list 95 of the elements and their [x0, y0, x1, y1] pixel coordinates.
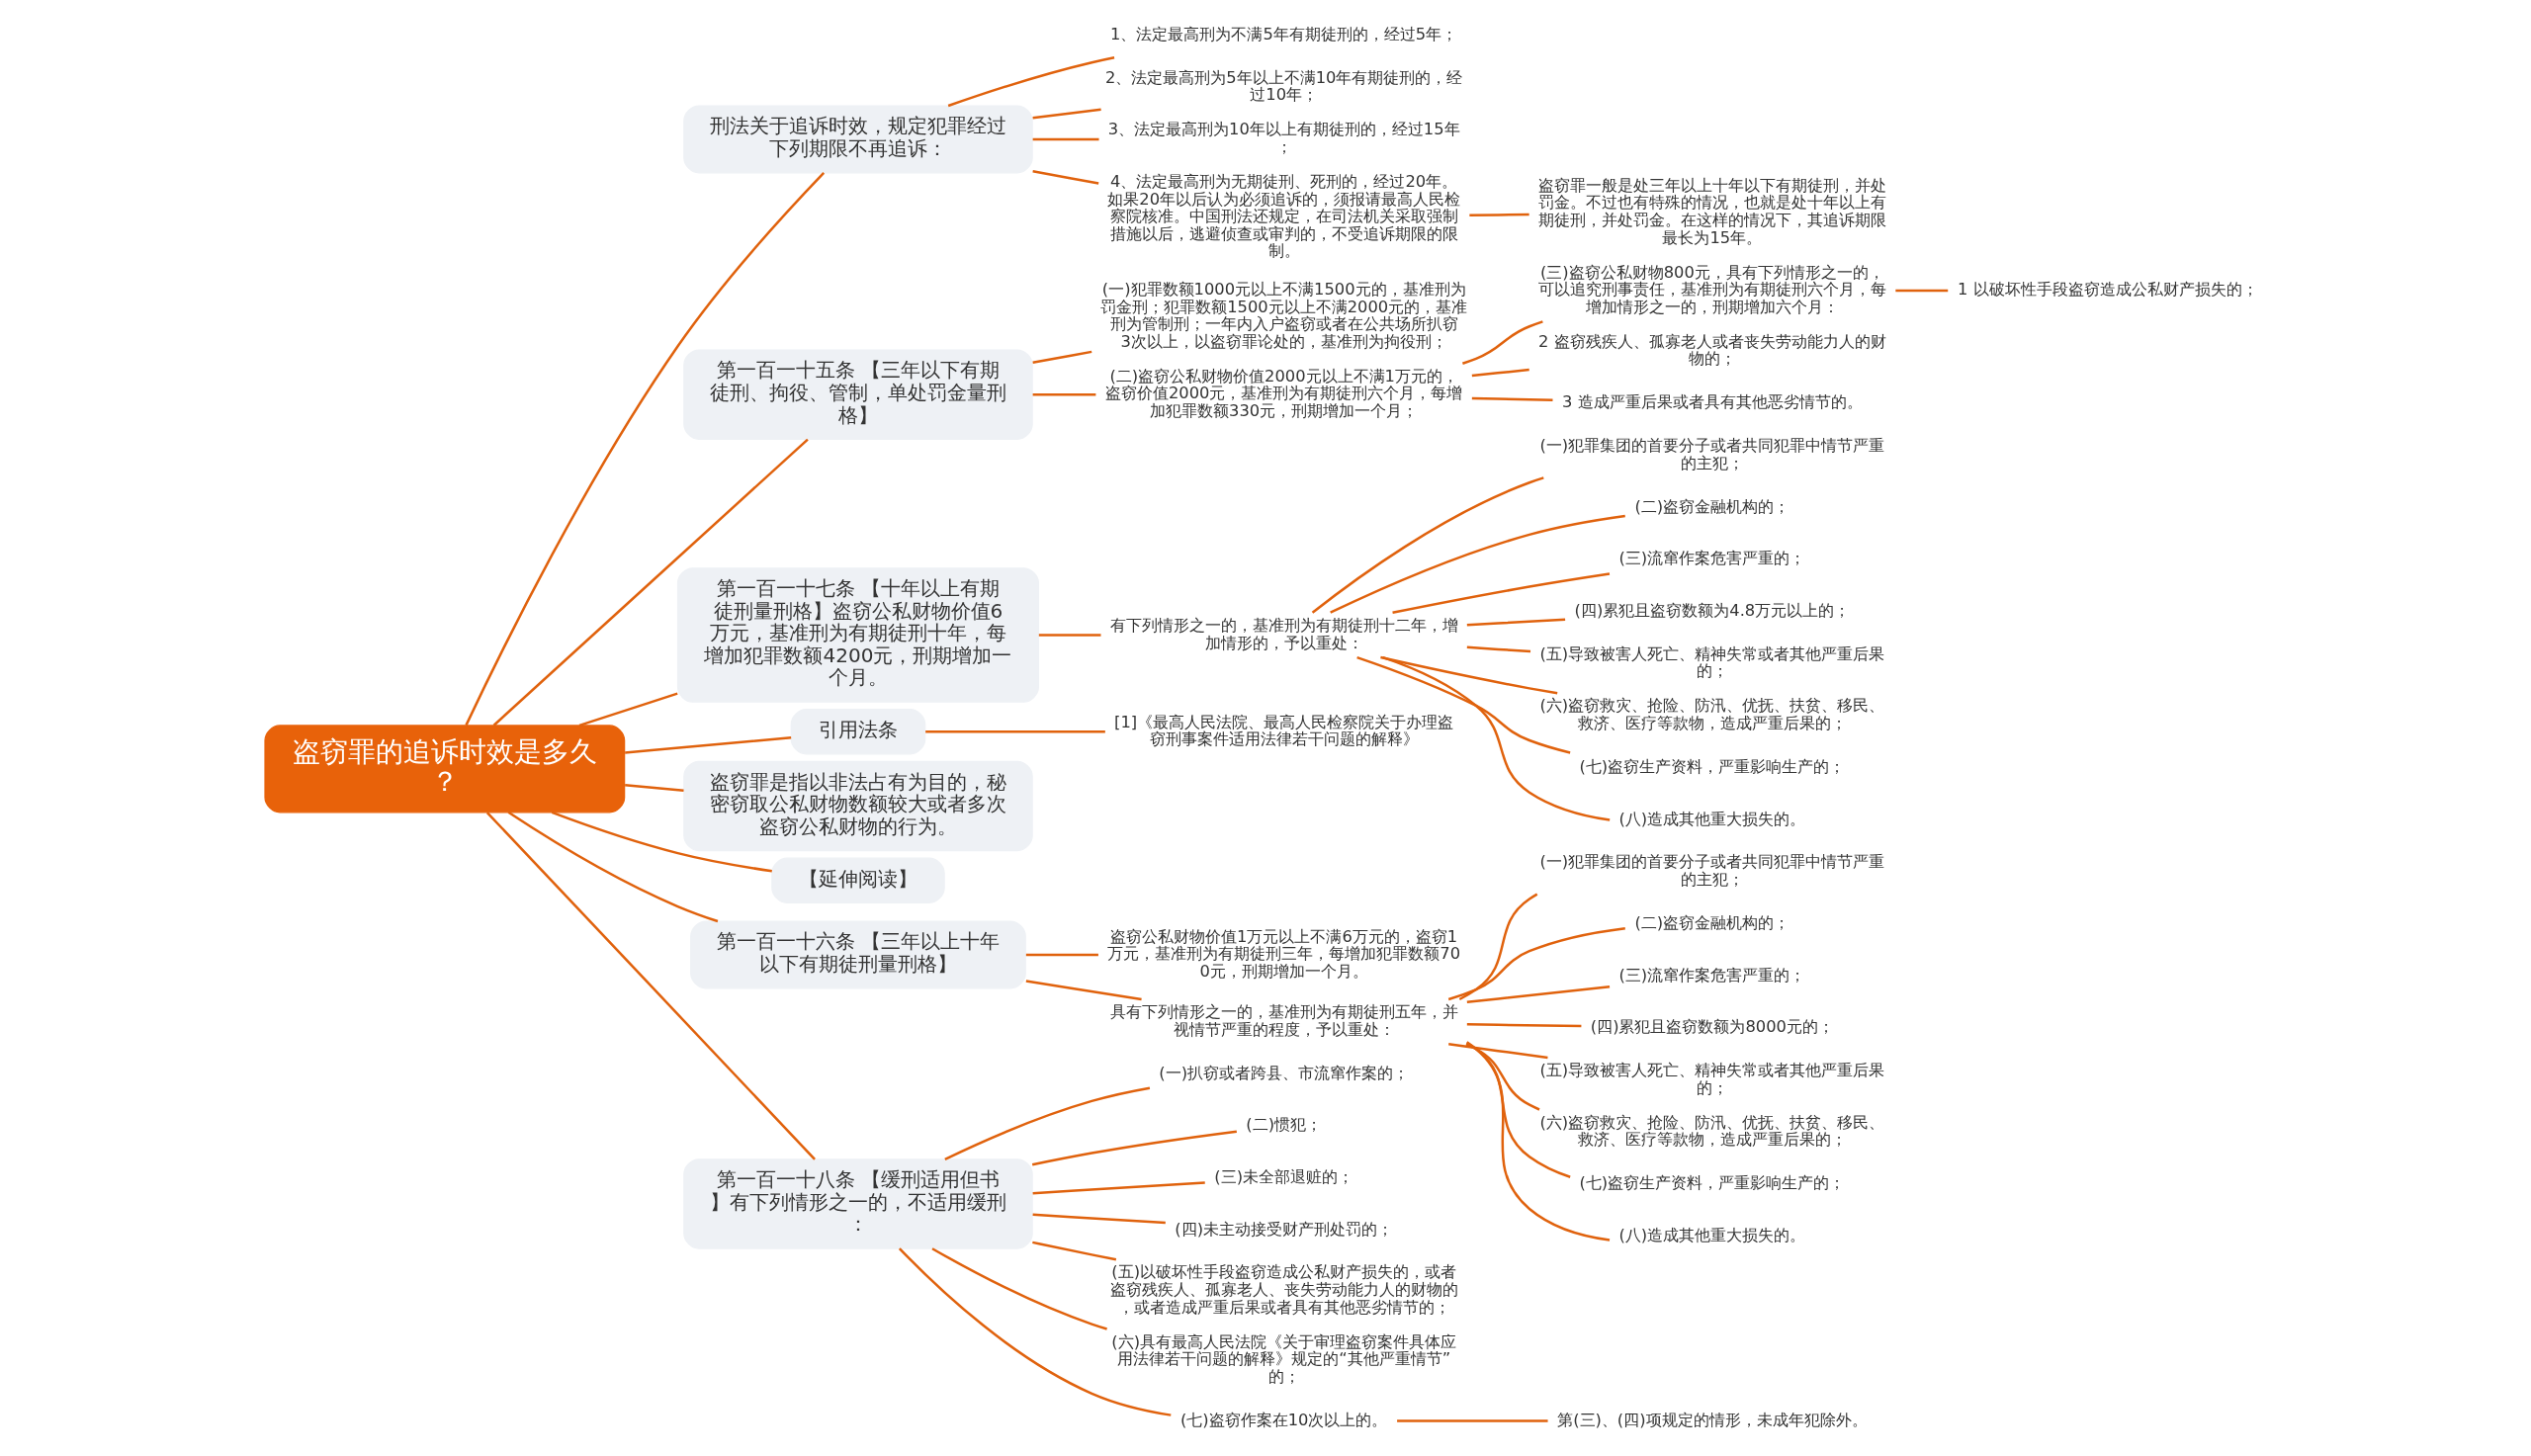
connector	[551, 811, 772, 873]
node-box: 盗窃罪的追诉时效是多久？	[263, 725, 625, 814]
node-text: (二)盗窃金融机构的；	[1634, 496, 1789, 516]
node-text: 第(三)、(四)项规定的情形，未成年犯除外。	[1556, 1410, 1868, 1429]
connector	[1471, 368, 1529, 378]
connector	[492, 438, 809, 727]
connector	[1379, 655, 1557, 695]
connector	[1031, 1241, 1116, 1261]
node-text: 有下列情形之一的，基准刑为有期徒刑十二年，增加情形的，予以重处：	[1109, 615, 1458, 652]
node-text: (一)犯罪数额1000元以上不满1500元的，基准刑为罚金刑；犯罪数额1500元以上不满2000元的，基准刑为管制刑；一年内入户盗窃或者在公共场所扒窃3次以上，以盗窃罪论处的，基准刑为拘役刑；	[1099, 280, 1467, 351]
connector	[624, 736, 791, 754]
node-text: (一)犯罪集团的首要分子或者共同犯罪中情节严重的主犯；	[1539, 852, 1884, 889]
connector	[1466, 645, 1530, 653]
connector	[930, 1247, 1107, 1330]
node-text: (六)具有最高人民法院《关于审理盗窃案件具体应用法律若干问题的解释》规定的“其他严重情节”的；	[1110, 1331, 1456, 1386]
connector	[1471, 396, 1552, 401]
connector	[507, 811, 718, 923]
connector	[1025, 953, 1098, 957]
node-text: (八)造成其他重大损失的。	[1618, 1225, 1805, 1244]
connector	[1032, 1213, 1166, 1225]
node-text: (五)以破坏性手段盗窃造成公私财产损失的，或者盗窃残疾人、孤寡老人、丧失劳动能力人的财物的，或者造成严重后果或者具有其他恶劣情节的；	[1109, 1262, 1458, 1317]
node-text: [1]《最高人民法院、最高人民检察院关于办理盗窃刑事案件适用法律若干问题的解释》	[1113, 712, 1453, 749]
connector	[1894, 289, 1948, 293]
node-text: 4、法定最高刑为无期徒刑、死刑的，经过20年。如果20年以后认为必须追诉的，须报请最高人民检察院核准。中国刑法还规定，在司法机关采取强制措施以后，逃避侦查或审判的，不受追诉期限的限制。	[1106, 172, 1460, 261]
connector	[1468, 213, 1529, 216]
connector	[1032, 108, 1101, 120]
node-text: (四)未主动接受财产刑处罚的；	[1174, 1219, 1393, 1239]
node-text: (三)盗窃公私财物800元，具有下列情形之一的，可以追究刑事责任，基准刑为有期徒刑六个月，每增加情形之一的，刑期增加六个月：	[1537, 262, 1886, 316]
node-box: 【延伸阅读】	[770, 857, 945, 903]
connector	[1038, 634, 1100, 637]
connector	[1032, 1181, 1205, 1195]
node-text: 1 以破坏性手段盗窃造成公私财产损失的；	[1957, 280, 2258, 300]
node-box: 盗窃罪是指以非法占有为目的，秘密窃取公私财物数额较大或者多次盗窃公私财物的行为。	[682, 760, 1033, 852]
node-text: 1、法定最高刑为不满5年有期徒刑的，经过5年；	[1109, 24, 1457, 43]
node-text: (五)导致被害人死亡、精神失常或者其他严重后果的；	[1539, 1061, 1884, 1097]
connector	[1447, 1043, 1548, 1060]
node-text: 盗窃公私财物价值1万元以上不满6万元的，盗窃1万元，基准刑为有期徒刑三年，每增加犯罪数额700元，刑期增加一个月。	[1106, 926, 1460, 981]
node-text: (四)累犯且盗窃数额为4.8万元以上的；	[1574, 600, 1850, 620]
connector	[1031, 1130, 1237, 1166]
connector	[1025, 980, 1142, 1001]
node-text: 3、法定最高刑为10年以上有期徒刑的，经过15年；	[1107, 120, 1460, 156]
node-text: 3 造成严重后果或者具有其他恶劣情节的。	[1561, 392, 1863, 412]
connector	[1032, 392, 1095, 396]
connector	[1447, 926, 1625, 1001]
node-text: 2 盗窃残疾人、孤寡老人或者丧失劳动能力人的财物的；	[1537, 331, 1886, 369]
connector	[1458, 893, 1537, 1001]
connector	[1396, 1419, 1548, 1422]
node-text: (二)惯犯；	[1245, 1115, 1322, 1135]
node-box: 刑法关于追诉时效，规定犯罪经过下列期限不再追诉：	[682, 105, 1033, 174]
connector	[1465, 1042, 1571, 1178]
connector	[624, 784, 684, 792]
node-text: 2、法定最高刑为5年以上不满10年有期徒刑的，经过10年；	[1104, 67, 1462, 105]
node-text: (三)流窜作案危害严重的；	[1618, 965, 1805, 985]
node-text: (七)盗窃生产资料，严重影响生产的；	[1579, 756, 1845, 776]
node-text: 具有下列情形之一的，基准刑为有期徒刑五年，并视情节严重的程度，予以重处：	[1109, 1002, 1458, 1039]
node-text: (六)盗窃救灾、抢险、防汛、优抚、扶贫、移民、救济、医疗等款物，造成严重后果的；	[1539, 1112, 1884, 1150]
connector	[924, 730, 1105, 733]
connector	[464, 172, 825, 727]
node-text: (八)造成其他重大损失的。	[1618, 809, 1805, 828]
node-box: 第一百一十六条 【三年以上十年以下有期徒刑量刑格】	[689, 920, 1026, 989]
connector	[1461, 320, 1543, 365]
node-text: (四)累犯且盗窃数额为8000元的；	[1590, 1017, 1834, 1037]
node-text: 盗窃罪一般是处三年以上十年以下有期徒刑，并处罚金。不过也有特殊的情况，也就是处十年以上有期徒刑，并处罚金。在这样的情况下，其追诉期限最长为15年。	[1537, 175, 1886, 247]
connector	[1031, 350, 1091, 365]
connector	[485, 812, 816, 1160]
connector	[578, 692, 678, 728]
connector	[1464, 1043, 1540, 1111]
connector	[898, 1247, 1171, 1416]
node-box: 第一百一十七条 【十年以上有期徒刑量刑格】盗窃公私财物价值6万元，基准刑为有期徒刑十年，每增加犯罪数额4200元，刑期增加一个月。	[676, 567, 1039, 703]
node-text: (七)盗窃作案在10次以上的。	[1179, 1410, 1387, 1429]
node-text: (三)流窜作案危害严重的；	[1618, 549, 1805, 568]
connector	[1311, 476, 1544, 614]
connector	[1466, 985, 1610, 1004]
connector	[1466, 1023, 1581, 1028]
node-box: 引用法条	[790, 709, 925, 755]
connector	[943, 1086, 1150, 1160]
node-text: (二)盗窃金融机构的；	[1634, 912, 1789, 932]
node-box: 第一百一十八条 【缓刑适用但书】有下列情形之一的，不适用缓刑：	[682, 1158, 1033, 1249]
connector	[1391, 572, 1610, 615]
connector	[1031, 170, 1098, 185]
connector	[1381, 655, 1610, 821]
node-box: 第一百一十五条 【三年以下有期徒刑、拘役、管制，单处罚金量刑格】	[682, 349, 1033, 440]
node-text: (七)盗窃生产资料，严重影响生产的；	[1579, 1173, 1845, 1193]
connector	[1465, 1041, 1610, 1242]
node-text: (三)未全部退赃的；	[1213, 1166, 1353, 1186]
node-text: (一)扒窃或者跨县、市流窜作案的；	[1158, 1063, 1409, 1082]
node-text: (二)盗窃公私财物价值2000元以上不满1万元的，盗窃价值2000元，基准刑为有期徒刑六个月，每增加犯罪数额330元，刑期增加一个月；	[1104, 366, 1462, 421]
node-text: (一)犯罪集团的首要分子或者共同犯罪中情节严重的主犯；	[1539, 436, 1884, 472]
node-text: (五)导致被害人死亡、精神失常或者其他严重后果的；	[1539, 643, 1884, 681]
connector	[1329, 514, 1625, 614]
connector	[1355, 655, 1570, 754]
node-text: (六)盗窃救灾、抢险、防汛、优抚、扶贫、移民、救济、医疗等款物，造成严重后果的；	[1539, 696, 1884, 732]
connector	[1466, 618, 1565, 627]
connector	[1032, 137, 1099, 141]
connector	[947, 56, 1114, 108]
